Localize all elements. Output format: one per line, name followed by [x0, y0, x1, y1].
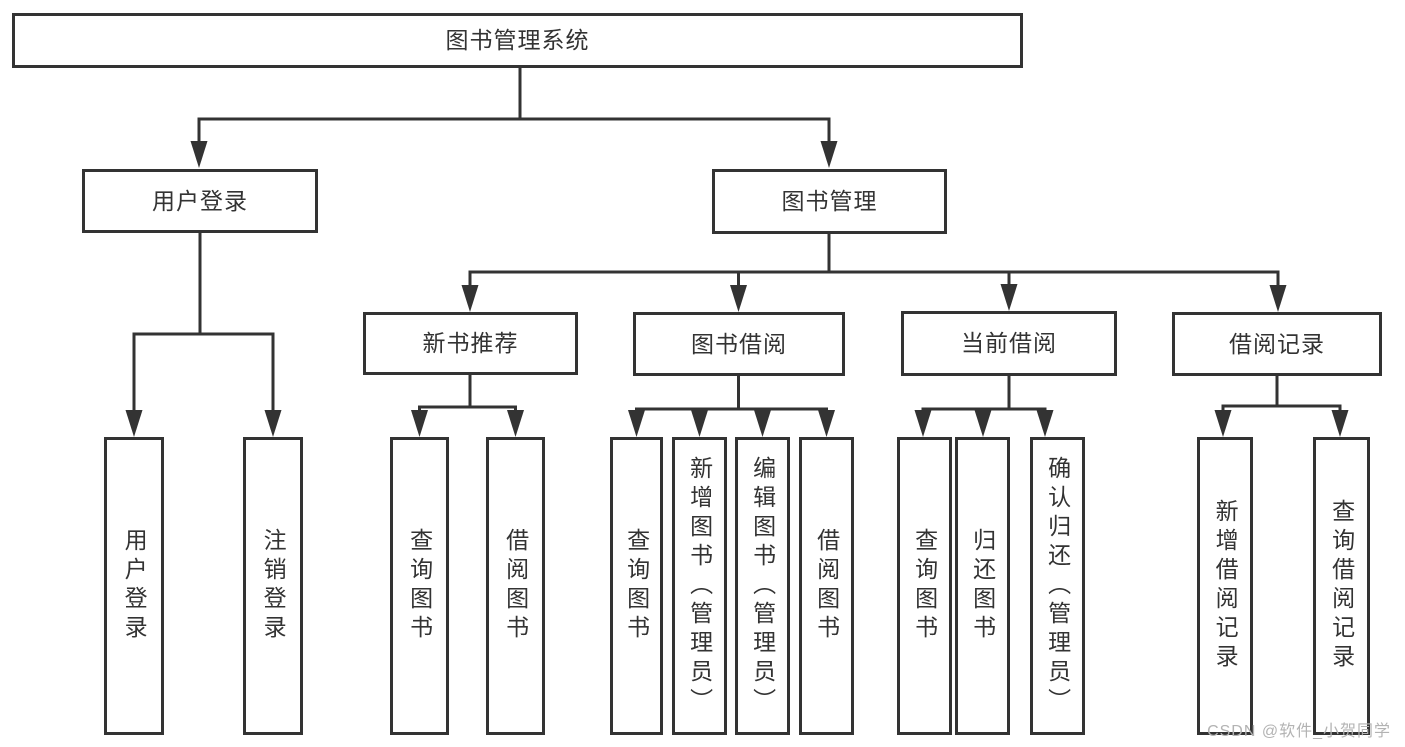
leaf-borrow-edit-books-admin-label: 编辑图书（管理员） [749, 455, 776, 717]
leaf-current-confirm-return-admin: 确认归还（管理员） [1030, 437, 1085, 735]
leaf-borrow-edit-books-admin: 编辑图书（管理员） [735, 437, 790, 735]
leaf-records-add-record-label: 新增借阅记录 [1212, 499, 1239, 673]
node-new-book-recommend-label: 新书推荐 [422, 330, 519, 356]
leaf-borrow-add-books-admin: 新增图书（管理员） [672, 437, 727, 735]
leaf-current-return-books: 归还图书 [955, 437, 1010, 735]
leaf-recommend-query-books: 查询图书 [390, 437, 449, 735]
leaf-logout: 注销登录 [243, 437, 303, 735]
leaf-records-add-record: 新增借阅记录 [1197, 437, 1253, 735]
node-book-borrow: 图书借阅 [633, 312, 845, 376]
leaf-records-query-record: 查询借阅记录 [1313, 437, 1370, 735]
leaf-borrow-add-books-admin-label: 新增图书（管理员） [686, 455, 713, 717]
leaf-user-login-label: 用户登录 [121, 528, 148, 644]
node-library-system: 图书管理系统 [12, 13, 1023, 68]
leaf-borrow-borrow-books-label: 借阅图书 [813, 528, 840, 644]
node-borrow-records: 借阅记录 [1172, 312, 1382, 376]
leaf-user-login: 用户登录 [104, 437, 164, 735]
node-current-borrow-label: 当前借阅 [961, 330, 1057, 356]
node-user-login: 用户登录 [82, 169, 318, 233]
leaf-current-return-books-label: 归还图书 [969, 528, 996, 644]
leaf-current-query-books: 查询图书 [897, 437, 952, 735]
leaf-recommend-query-books-label: 查询图书 [406, 528, 433, 644]
node-library-system-label: 图书管理系统 [445, 27, 590, 53]
leaf-current-confirm-return-admin-label: 确认归还（管理员） [1044, 455, 1071, 717]
leaf-records-query-record-label: 查询借阅记录 [1328, 499, 1355, 673]
node-new-book-recommend: 新书推荐 [363, 312, 578, 375]
leaf-recommend-borrow-books: 借阅图书 [486, 437, 545, 735]
csdn-watermark: CSDN @软件_小贺同学 [1207, 723, 1391, 740]
leaf-borrow-borrow-books: 借阅图书 [799, 437, 854, 735]
node-user-login-label: 用户登录 [152, 187, 248, 214]
leaf-borrow-query-books: 查询图书 [610, 437, 663, 735]
node-book-borrow-label: 图书借阅 [691, 330, 787, 357]
node-current-borrow: 当前借阅 [901, 311, 1117, 376]
node-book-management: 图书管理 [712, 169, 947, 234]
leaf-logout-label: 注销登录 [260, 528, 287, 644]
node-borrow-records-label: 借阅记录 [1229, 330, 1325, 357]
leaf-current-query-books-label: 查询图书 [911, 528, 938, 644]
node-book-management-label: 图书管理 [781, 188, 878, 214]
leaf-borrow-query-books-label: 查询图书 [623, 528, 650, 644]
leaf-recommend-borrow-books-label: 借阅图书 [502, 528, 529, 644]
